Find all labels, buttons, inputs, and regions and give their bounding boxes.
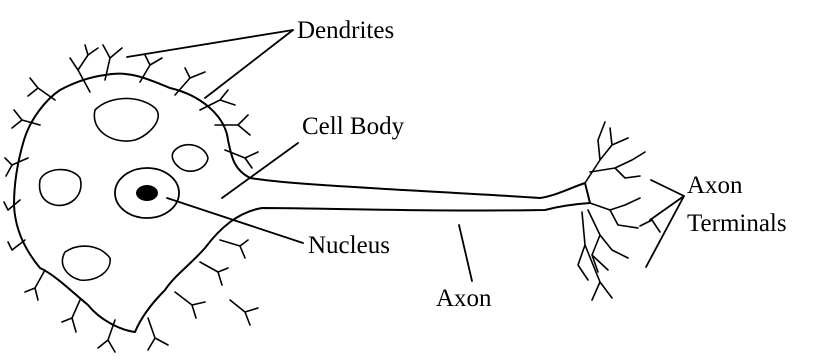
leader-dendrites-2 [204, 29, 294, 99]
label-dendrites: Dendrites [297, 17, 394, 44]
label-axon: Axon [436, 285, 492, 312]
dendrites-branches [3, 44, 259, 353]
nucleus-inner [136, 185, 158, 201]
leader-terminals-1 [650, 179, 685, 197]
leader-nucleus [166, 197, 304, 244]
leader-cell-body [221, 142, 299, 199]
leader-terminals-3 [645, 195, 685, 268]
soma-hollow-4 [171, 143, 209, 172]
soma-hollow-1 [93, 97, 159, 142]
label-axon-terminals-line2: Terminals [687, 210, 787, 237]
soma-hollow-3 [61, 245, 111, 282]
leader-dendrites-1 [126, 29, 294, 58]
axon-terminal-branches [577, 121, 661, 301]
label-nucleus: Nucleus [308, 232, 390, 259]
label-axon-terminals-line1: Axon [687, 172, 743, 199]
leader-terminals-2 [649, 195, 685, 221]
leader-axon [458, 224, 473, 282]
label-cell-body: Cell Body [302, 113, 405, 140]
soma-hollow-2 [38, 168, 82, 207]
